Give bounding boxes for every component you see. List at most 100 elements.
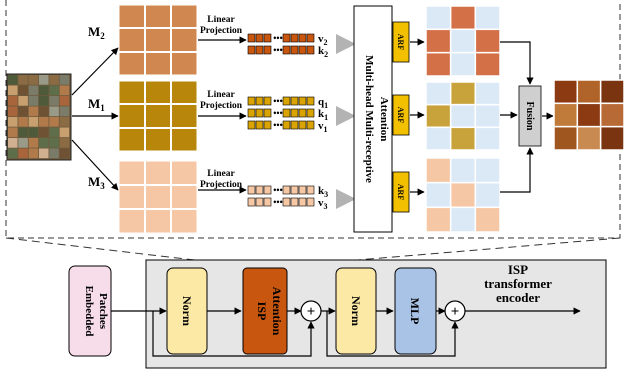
grid-cell	[474, 181, 501, 209]
grid-cell	[449, 157, 477, 184]
input-patch	[39, 85, 49, 96]
token-cell	[255, 197, 264, 207]
mlp-block: MLP	[394, 267, 437, 355]
vector-label: k3	[318, 185, 328, 199]
token-cell	[263, 108, 272, 118]
input-patch	[18, 75, 28, 85]
input-patch	[8, 127, 18, 138]
vector-label: v2	[318, 33, 328, 47]
token-cell	[263, 96, 272, 106]
token-cell	[247, 108, 256, 118]
arf-mid: ARF	[392, 94, 410, 136]
mask-label-m2: M2	[88, 24, 105, 41]
svg-text:+: +	[307, 304, 316, 320]
plus-node-2: +	[444, 300, 466, 322]
input-patch	[49, 106, 59, 117]
token-cell	[298, 96, 307, 106]
projection-label-mid: Linear Projection	[200, 90, 243, 111]
input-patch	[49, 127, 59, 138]
token-cell	[290, 120, 299, 130]
svg-text:Multi-head Multi-receptive: Multi-head Multi-receptive	[363, 55, 375, 183]
token-cell	[282, 185, 291, 195]
token-cell	[306, 33, 315, 43]
input-patch	[39, 96, 49, 106]
input-patch	[39, 117, 49, 127]
encoder-title: ISP transformer encoder	[484, 262, 552, 305]
projection-label-top: Linear Projection	[200, 15, 243, 36]
svg-text:Fusion: Fusion	[524, 102, 535, 131]
input-patch	[39, 148, 49, 159]
input-patch	[39, 75, 49, 85]
input-patch	[28, 75, 39, 85]
svg-text:Norm: Norm	[180, 296, 194, 326]
token-cell	[282, 120, 291, 130]
svg-text:Linear: Linear	[207, 15, 235, 25]
token-cell	[298, 185, 307, 195]
token-cell	[282, 197, 291, 207]
token-cell	[290, 96, 299, 106]
grid-cell	[449, 126, 477, 151]
token-cell	[306, 197, 315, 207]
grid-cell	[449, 51, 477, 77]
vector-label: k2	[318, 45, 328, 59]
token-cell	[298, 45, 307, 55]
vector-label: k1	[318, 108, 328, 122]
grid-cell	[553, 125, 579, 151]
input-patch	[39, 127, 49, 138]
grid-cell	[474, 126, 501, 151]
grid-m2	[118, 4, 198, 76]
svg-text:transformer: transformer	[484, 276, 552, 291]
norm-block-1: Norm	[166, 267, 208, 355]
fusion-arrows	[500, 41, 534, 193]
isp-attention-block: ISP Attention	[242, 267, 288, 355]
token-cell	[247, 197, 256, 207]
input-patch	[59, 148, 70, 159]
token-cell	[255, 45, 264, 55]
svg-text:ARF: ARF	[396, 34, 405, 51]
grid-cell	[425, 126, 452, 151]
vector-label: v3	[318, 197, 328, 211]
input-patch	[28, 117, 39, 127]
input-patch	[49, 138, 59, 148]
grid-cell	[553, 102, 579, 128]
input-patch	[59, 138, 70, 148]
input-patch	[8, 117, 18, 127]
input-patch	[18, 96, 28, 106]
token-cell	[290, 108, 299, 118]
grid-cell	[449, 181, 477, 209]
token-cell	[255, 185, 264, 195]
token-cell	[306, 185, 315, 195]
token-cell	[255, 33, 264, 43]
grid-cell	[576, 125, 602, 151]
grid-cell	[449, 28, 477, 54]
input-patch	[18, 85, 28, 96]
token-cell	[282, 96, 291, 106]
svg-text:ISP: ISP	[255, 302, 269, 321]
grid-cell	[425, 181, 452, 209]
norm-block-2: Norm	[335, 267, 377, 355]
token-ellipsis: •••	[273, 197, 282, 207]
attention-box: Multi-head Multi-receptive Attention	[353, 5, 393, 233]
grid-cell	[425, 103, 452, 129]
encoder-flow	[111, 307, 581, 357]
token-ellipsis: •••	[273, 108, 282, 118]
svg-text:encoder: encoder	[496, 290, 540, 305]
token-cell	[290, 45, 299, 55]
grid-cell	[474, 51, 501, 77]
token-cell	[306, 108, 315, 118]
grid-cell	[425, 28, 452, 54]
grid-cell	[449, 103, 477, 129]
grid-cell	[474, 28, 501, 54]
grid-cell	[474, 206, 501, 233]
grid-cell	[449, 5, 477, 31]
grid-cell	[425, 5, 452, 31]
grid-cell	[576, 102, 602, 128]
output-grids	[425, 5, 501, 233]
svg-text:Linear: Linear	[207, 90, 235, 100]
token-cell	[306, 120, 315, 130]
fused-output-cells	[553, 79, 625, 151]
svg-text:Linear: Linear	[207, 169, 235, 179]
input-patch	[28, 106, 39, 117]
token-cell	[263, 33, 272, 43]
